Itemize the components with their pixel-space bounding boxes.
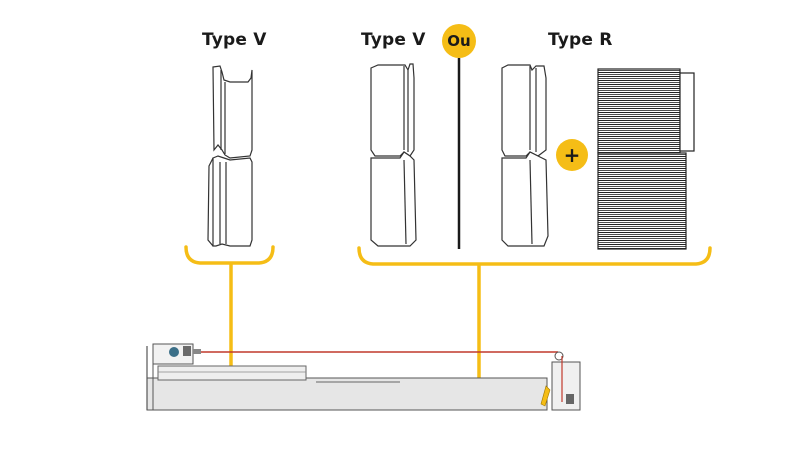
machine-assembly	[146, 343, 581, 411]
bracket-left	[184, 245, 275, 265]
end-housing-icon	[540, 351, 581, 411]
gear-drum-icon	[597, 68, 695, 250]
or-badge: Ou	[442, 24, 476, 58]
label-type-r: Type R	[548, 30, 613, 50]
pulley-middle-icon	[370, 63, 417, 247]
label-type-v-middle: Type V	[361, 30, 426, 50]
label-type-v-left: Type V	[202, 30, 267, 50]
pulley-left-icon	[207, 65, 253, 247]
plus-badge: +	[556, 139, 588, 171]
pulley-right-icon	[501, 64, 549, 247]
limit-switch-icon	[152, 343, 201, 365]
bracket-right	[357, 246, 712, 266]
